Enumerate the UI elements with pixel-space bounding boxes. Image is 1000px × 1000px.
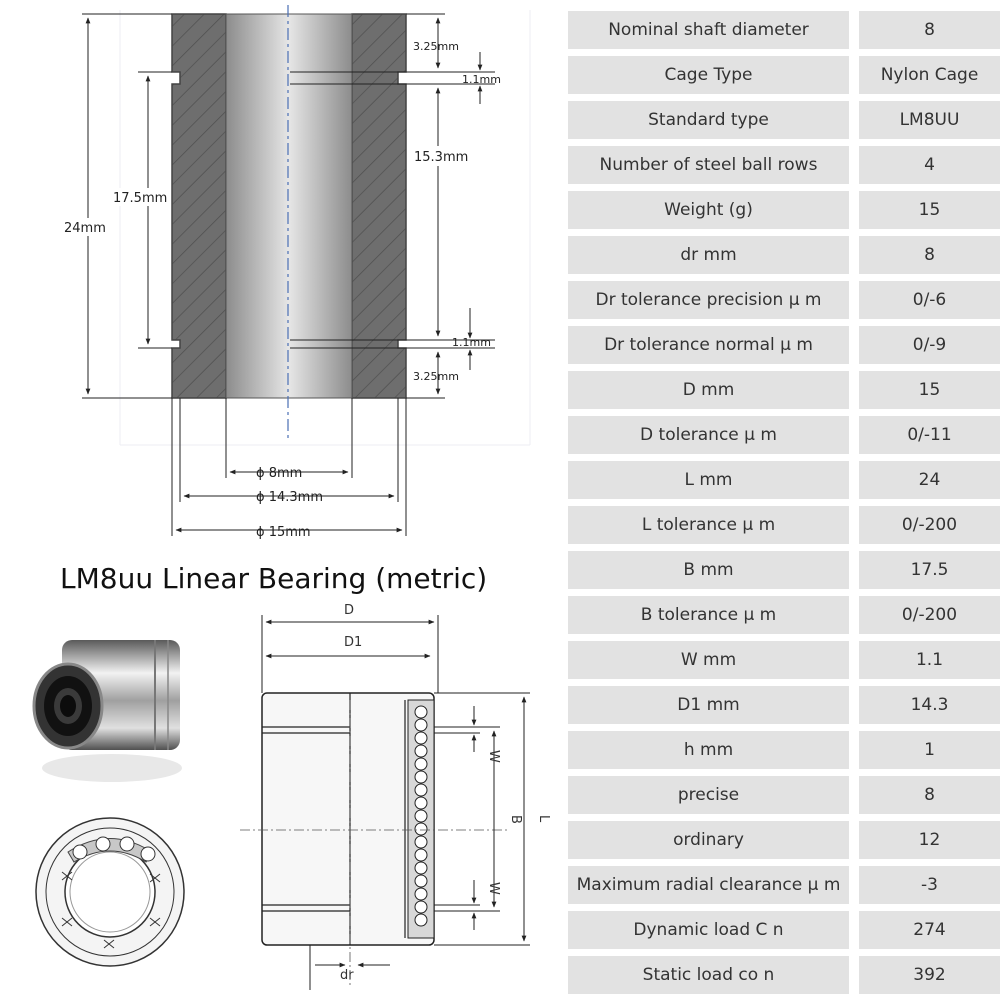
spec-row: Cage Type Nylon Cage: [568, 56, 1000, 94]
spec-name: Static load co n: [568, 956, 849, 994]
spec-row: Static load co n 392: [568, 956, 1000, 994]
spec-value: 274: [859, 911, 1000, 949]
spec-row: D1 mm 14.3: [568, 686, 1000, 724]
spec-value: 8: [859, 11, 1000, 49]
spec-value: 0/-6: [859, 281, 1000, 319]
spec-name: h mm: [568, 731, 849, 769]
spec-value: 15: [859, 191, 1000, 229]
spec-name: precise: [568, 776, 849, 814]
side-b-label: B: [508, 815, 523, 824]
spec-row: ordinary 12: [568, 821, 1000, 859]
spec-name: Dr tolerance precision μ m: [568, 281, 849, 319]
left-wall-section: [171, 13, 227, 399]
bearing-side-view: [240, 692, 510, 985]
spec-value: 0/-11: [859, 416, 1000, 454]
spec-value: 17.5: [859, 551, 1000, 589]
spec-row: dr mm 8: [568, 236, 1000, 274]
spec-name: D mm: [568, 371, 849, 409]
bearing-product-photo: [32, 640, 182, 782]
spec-name: Weight (g): [568, 191, 849, 229]
dim-groove-top-label: 3.25mm: [413, 40, 459, 53]
spec-value: 15: [859, 371, 1000, 409]
spec-value: 0/-200: [859, 596, 1000, 634]
dim-d1-label: ϕ 14.3mm: [256, 490, 323, 505]
spec-name: dr mm: [568, 236, 849, 274]
spec-row: Dr tolerance normal μ m 0/-9: [568, 326, 1000, 364]
spec-row: D mm 15: [568, 371, 1000, 409]
spec-name: D1 mm: [568, 686, 849, 724]
background-grid: [119, 10, 531, 446]
spec-row: Dr tolerance precision μ m 0/-6: [568, 281, 1000, 319]
spec-name: L tolerance μ m: [568, 506, 849, 544]
drawing-title: LM8uu Linear Bearing (metric): [60, 562, 487, 595]
spec-name: L mm: [568, 461, 849, 499]
spec-value: LM8UU: [859, 101, 1000, 139]
side-w-top-label: W: [486, 750, 501, 763]
spec-value: 4: [859, 146, 1000, 184]
spec-value: 0/-9: [859, 326, 1000, 364]
side-dr-label: dr: [340, 968, 354, 983]
spec-value: 8: [859, 776, 1000, 814]
spec-value: Nylon Cage: [859, 56, 1000, 94]
spec-row: L tolerance μ m 0/-200: [568, 506, 1000, 544]
spec-name: Nominal shaft diameter: [568, 11, 849, 49]
side-w-bottom-label: W: [486, 882, 501, 895]
spec-name: Maximum radial clearance μ m: [568, 866, 849, 904]
shaft-bore: [225, 13, 353, 399]
side-l-label: L: [536, 815, 551, 823]
dim-d-label: ϕ 15mm: [256, 525, 311, 540]
section-dimensions: [82, 13, 495, 536]
spec-row: B tolerance μ m 0/-200: [568, 596, 1000, 634]
bearing-cross-section: [171, 5, 407, 440]
dim-l-label: 24mm: [64, 221, 106, 236]
spec-value: 1.1: [859, 641, 1000, 679]
spec-name: Dr tolerance normal μ m: [568, 326, 849, 364]
spec-value: 14.3: [859, 686, 1000, 724]
spec-row: h mm 1: [568, 731, 1000, 769]
spec-value: -3: [859, 866, 1000, 904]
spec-value: 0/-200: [859, 506, 1000, 544]
spec-name: W mm: [568, 641, 849, 679]
spec-name: Cage Type: [568, 56, 849, 94]
spec-name: Standard type: [568, 101, 849, 139]
side-d-label: D: [344, 603, 354, 618]
spec-row: precise 8: [568, 776, 1000, 814]
dim-groove-bottom-label: 3.25mm: [413, 370, 459, 383]
spec-row: D tolerance μ m 0/-11: [568, 416, 1000, 454]
dim-b-label: 17.5mm: [113, 191, 167, 206]
spec-row: W mm 1.1: [568, 641, 1000, 679]
spec-name: B tolerance μ m: [568, 596, 849, 634]
spec-row: Standard type LM8UU: [568, 101, 1000, 139]
dim-dr-label: ϕ 8mm: [256, 466, 302, 481]
side-d1-label: D1: [344, 635, 362, 650]
spec-value: 24: [859, 461, 1000, 499]
spec-value: 8: [859, 236, 1000, 274]
spec-row: Nominal shaft diameter 8: [568, 11, 1000, 49]
spec-name: B mm: [568, 551, 849, 589]
spec-row: Dynamic load C n 274: [568, 911, 1000, 949]
spec-name: D tolerance μ m: [568, 416, 849, 454]
spec-value: 392: [859, 956, 1000, 994]
spec-value: 1: [859, 731, 1000, 769]
spec-row: L mm 24: [568, 461, 1000, 499]
side-view-dimensions: [261, 615, 530, 990]
spec-row: Number of steel ball rows 4: [568, 146, 1000, 184]
spec-row: Maximum radial clearance μ m -3: [568, 866, 1000, 904]
spec-value: 12: [859, 821, 1000, 859]
dim-w-top-label: 1.1mm: [462, 73, 501, 86]
spec-name: Dynamic load C n: [568, 911, 849, 949]
spec-name: ordinary: [568, 821, 849, 859]
spec-row: B mm 17.5: [568, 551, 1000, 589]
spec-row: Weight (g) 15: [568, 191, 1000, 229]
dim-mid-label: 15.3mm: [414, 150, 468, 165]
spec-name: Number of steel ball rows: [568, 146, 849, 184]
dim-w-bottom-label: 1.1mm: [452, 336, 491, 349]
bearing-end-view: [35, 817, 185, 967]
